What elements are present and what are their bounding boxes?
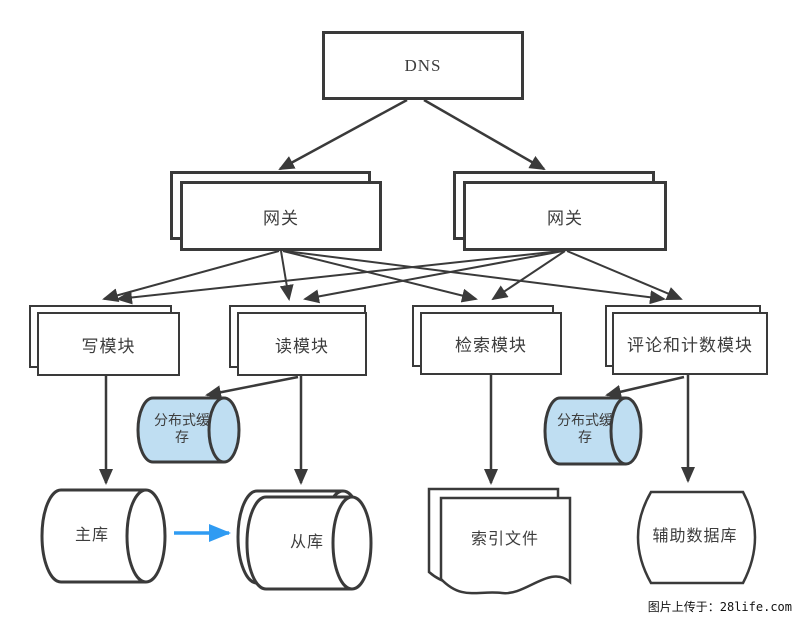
node-search-module-label: 检索模块: [455, 336, 527, 355]
node-search-module: 检索模块: [412, 305, 564, 377]
edge-dns-gateway-right: [423, 98, 546, 171]
node-write-module-label: 写模块: [81, 336, 136, 356]
search-module-front-box: 检索模块: [420, 312, 562, 375]
node-gateway-left-label: 网关: [263, 208, 299, 228]
node-master-db-label: 主库: [74, 527, 109, 544]
edge-comment-cache-right: [605, 375, 685, 399]
node-comment-count-module-label: 评论和计数模块: [627, 336, 753, 355]
node-aux-db-label: 辅助数据库: [652, 528, 738, 545]
gateway-right-front-box: 网关: [463, 181, 667, 251]
edge-gwl-search: [282, 250, 478, 303]
node-gateway-right: 网关: [453, 171, 669, 253]
edge-gwl-read: [279, 250, 294, 301]
node-comment-count-module: 评论和计数模块: [605, 305, 771, 377]
node-aux-db-shape: [636, 490, 757, 585]
node-cache-right-shape: [543, 396, 643, 466]
comment-count-module-front-box: 评论和计数模块: [612, 312, 768, 375]
write-module-front-box: 写模块: [37, 312, 180, 376]
node-cache-right-label: 分布式缓存: [557, 413, 613, 447]
node-master-db-shape: [40, 488, 167, 584]
node-index-file-label: 索引文件: [470, 531, 539, 548]
node-index-file-shape: [427, 487, 572, 595]
node-dns-label: DNS: [404, 55, 442, 75]
read-module-front-box: 读模块: [237, 312, 367, 376]
edge-gwr-write: [116, 250, 562, 305]
edge-gwr-search: [491, 250, 566, 301]
edge-dns-gateway-left: [278, 98, 408, 171]
edge-gwl-comment: [284, 250, 666, 305]
edge-gwr-read: [303, 250, 564, 304]
node-slave-db-shape: [236, 489, 373, 591]
node-gateway-right-label: 网关: [547, 208, 583, 228]
edge-read-cache-left: [205, 375, 299, 400]
node-slave-db-label: 从库: [289, 534, 324, 551]
node-cache-left-shape: [136, 396, 241, 464]
node-gateway-left: 网关: [170, 171, 384, 253]
node-dns: DNS: [322, 31, 524, 100]
node-read-module: 读模块: [229, 305, 376, 378]
gateway-left-front-box: 网关: [180, 181, 382, 251]
node-cache-left-label: 分布式缓存: [154, 413, 210, 447]
edge-gwl-write: [102, 250, 280, 303]
watermark-text: 图片上传于：28life.com: [647, 600, 792, 614]
node-write-module: 写模块: [29, 305, 182, 378]
edge-gwr-comment: [566, 250, 683, 301]
node-read-module-label: 读模块: [275, 336, 329, 356]
